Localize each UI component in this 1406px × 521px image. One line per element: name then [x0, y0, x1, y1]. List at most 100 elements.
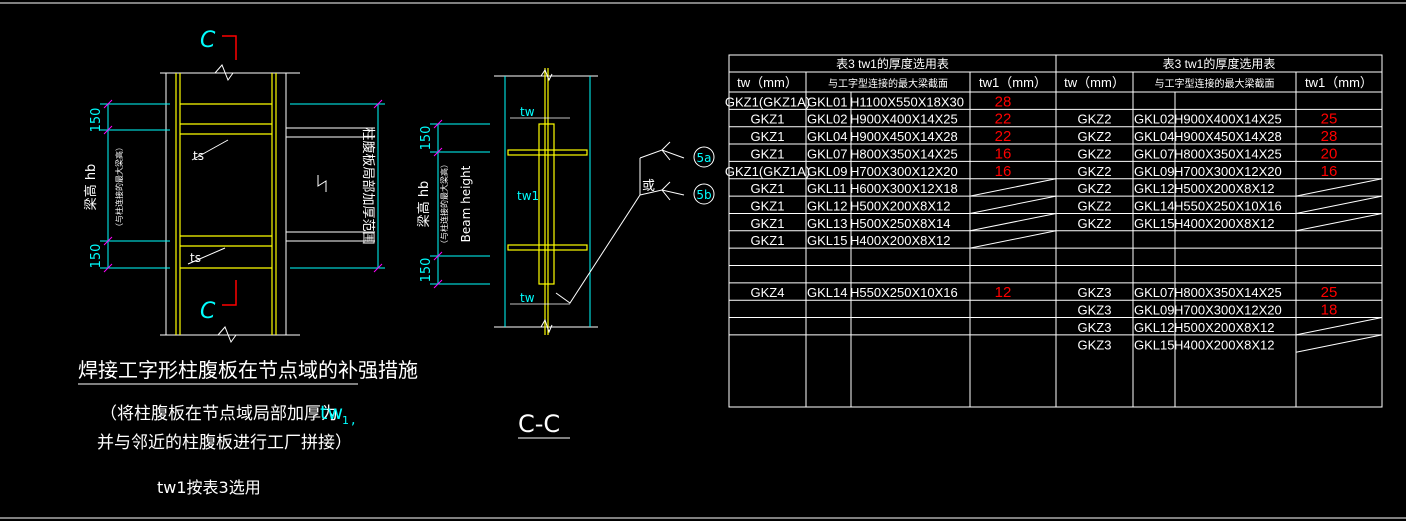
- table-cell: GKL13: [807, 216, 847, 231]
- table-cell: 16: [1321, 163, 1338, 180]
- weld-circle-a: [693, 146, 715, 168]
- table-cell: GKL12: [1134, 181, 1174, 196]
- table-cell: H1100X550X18X30: [850, 94, 964, 109]
- table-cell: GKL04: [807, 129, 847, 144]
- table-cell: GKL02: [1134, 112, 1174, 127]
- table-cell: GKL11: [807, 181, 847, 196]
- table-cell: GKZ1: [751, 233, 785, 248]
- weld-a-label: 5a: [697, 151, 712, 165]
- table-cell: H600X300X12X18: [850, 181, 958, 196]
- table-cell-slash: [969, 212, 1057, 232]
- table-cell: H700X300X12X20: [1174, 164, 1282, 179]
- elev-dim-top: 150: [89, 108, 104, 133]
- cc-title: C-C: [518, 410, 560, 438]
- section-cut-top: [222, 35, 237, 60]
- thickness-tables: 表3 tw1的厚度选用表 tw（mm） 与工字型连接的最大梁截面 tw1（mm） GKZ…: [725, 54, 1383, 408]
- table-header-cell: tw1（mm）: [979, 75, 1047, 90]
- table-cell: 20: [1321, 145, 1338, 162]
- caption-line2: 并与邻近的柱腹板进行工厂拼接）: [97, 433, 352, 453]
- table-cell: GKL14: [1134, 198, 1174, 213]
- table-cell: H400X200X8X12: [1174, 337, 1274, 352]
- table-cell: GKZ2: [1078, 112, 1112, 127]
- table-cell: GKZ1(GKZ1A): [725, 164, 810, 179]
- table-title: 表3 tw1的厚度选用表: [836, 56, 949, 71]
- caption-title: 焊接工字形柱腹板在节点域的补强措施: [78, 358, 418, 382]
- table-cell: H500X250X8X14: [850, 216, 950, 231]
- cc-dim-top: 150: [419, 126, 434, 151]
- weld-or-label: 或: [642, 179, 655, 194]
- elev-beam-height: 梁高 hb: [83, 164, 99, 211]
- column-elevation: C C ts ts: [83, 28, 385, 344]
- table-cell: H400X200X8X12: [850, 233, 950, 248]
- table-cell-slash: [969, 178, 1057, 197]
- table-cell: 28: [995, 93, 1012, 110]
- table-cell: H550X250X10X16: [850, 285, 958, 300]
- table-cell: 22: [995, 111, 1012, 128]
- caption-line3: tw1按表3选用: [157, 478, 261, 497]
- table-cell: GKZ3: [1078, 303, 1112, 318]
- table-header-cell: tw（mm）: [1064, 75, 1125, 90]
- table-cell-slash: [1295, 212, 1383, 232]
- table-cell: GKZ1: [751, 198, 785, 213]
- ts-label-top: ts: [193, 149, 204, 163]
- table-cell: GKL01: [807, 94, 847, 109]
- cc-dim-bottom: 150: [419, 258, 434, 283]
- table-cell: GKZ2: [1078, 216, 1112, 231]
- table-cell: GKZ1: [751, 112, 785, 127]
- table-cell: 25: [1321, 111, 1338, 128]
- table-cell: GKZ1(GKZ1A): [725, 94, 810, 109]
- table-cell: H400X200X8X12: [1174, 216, 1274, 231]
- elev-dim-bottom: 150: [89, 244, 104, 269]
- weld-b-label: 5b: [696, 188, 711, 202]
- table-cell: GKL02: [807, 112, 847, 127]
- table-cell: GKL12: [807, 198, 847, 213]
- table-cell: H700X300X12X20: [850, 164, 958, 179]
- cc-beam-height: 梁高 hb: [416, 181, 432, 228]
- table-header-cell: 与工字型连接的最大梁截面: [828, 77, 948, 90]
- table-cell: GKZ4: [751, 285, 785, 300]
- table-cell: GKL07: [1134, 146, 1174, 161]
- table-cell-slash: [1295, 195, 1383, 214]
- cc-tw-bottom: tw: [520, 291, 535, 305]
- table-cell: H800X350X14X25: [1174, 285, 1282, 300]
- table-cell: 16: [995, 145, 1012, 162]
- cc-beam-height-en: Beam height: [459, 165, 473, 242]
- table-cell: GKL15: [807, 233, 847, 248]
- table-cell: GKZ1: [751, 146, 785, 161]
- cc-tw1: tw1: [517, 189, 539, 203]
- table-cell: GKL15: [1134, 216, 1174, 231]
- table-cell: GKL07: [807, 146, 847, 161]
- table-cell: 16: [995, 163, 1012, 180]
- section-label-bottom: C: [200, 299, 216, 324]
- section-label-top: C: [200, 28, 216, 53]
- table-cell: GKL09: [807, 164, 847, 179]
- table-cell: GKL09: [1134, 303, 1174, 318]
- table-cell: H500X200X8X12: [1174, 181, 1274, 196]
- caption-line1a: （将柱腹板在节点域局部加厚为: [100, 404, 338, 424]
- table-cell: GKZ2: [1078, 198, 1112, 213]
- weld-circle-b: [693, 183, 715, 205]
- table-header-cell: 与工字型连接的最大梁截面: [1155, 77, 1275, 90]
- table-cell: 18: [1321, 302, 1338, 319]
- table-cell: H900X450X14X28: [1174, 129, 1282, 144]
- caption-line1c: 1: [342, 414, 349, 427]
- table-cell: H900X450X14X28: [850, 129, 958, 144]
- table-cell: GKZ1: [751, 181, 785, 196]
- cc-beam-height-note: （与柱连接的最大梁高）: [439, 160, 449, 248]
- table-cell: GKZ1: [751, 129, 785, 144]
- section-cut-bottom: [222, 280, 237, 306]
- table-cell: H900X400X14X25: [850, 112, 958, 127]
- table-cell: H500X200X8X12: [1174, 320, 1274, 335]
- table-cell: GKZ2: [1078, 164, 1112, 179]
- table-cell: H800X350X14X25: [1174, 146, 1282, 161]
- cc-tw-top: tw: [520, 105, 535, 119]
- ts-label-bottom: ts: [190, 251, 201, 265]
- table-cell: GKZ3: [1078, 337, 1112, 352]
- table-cell: GKZ2: [1078, 129, 1112, 144]
- table-header-cell: tw（mm）: [737, 75, 798, 90]
- table-header-cell: tw1（mm）: [1305, 75, 1373, 90]
- table-cell: GKZ3: [1078, 320, 1112, 335]
- table-cell: 12: [995, 284, 1012, 301]
- table-cell: GKZ1: [751, 216, 785, 231]
